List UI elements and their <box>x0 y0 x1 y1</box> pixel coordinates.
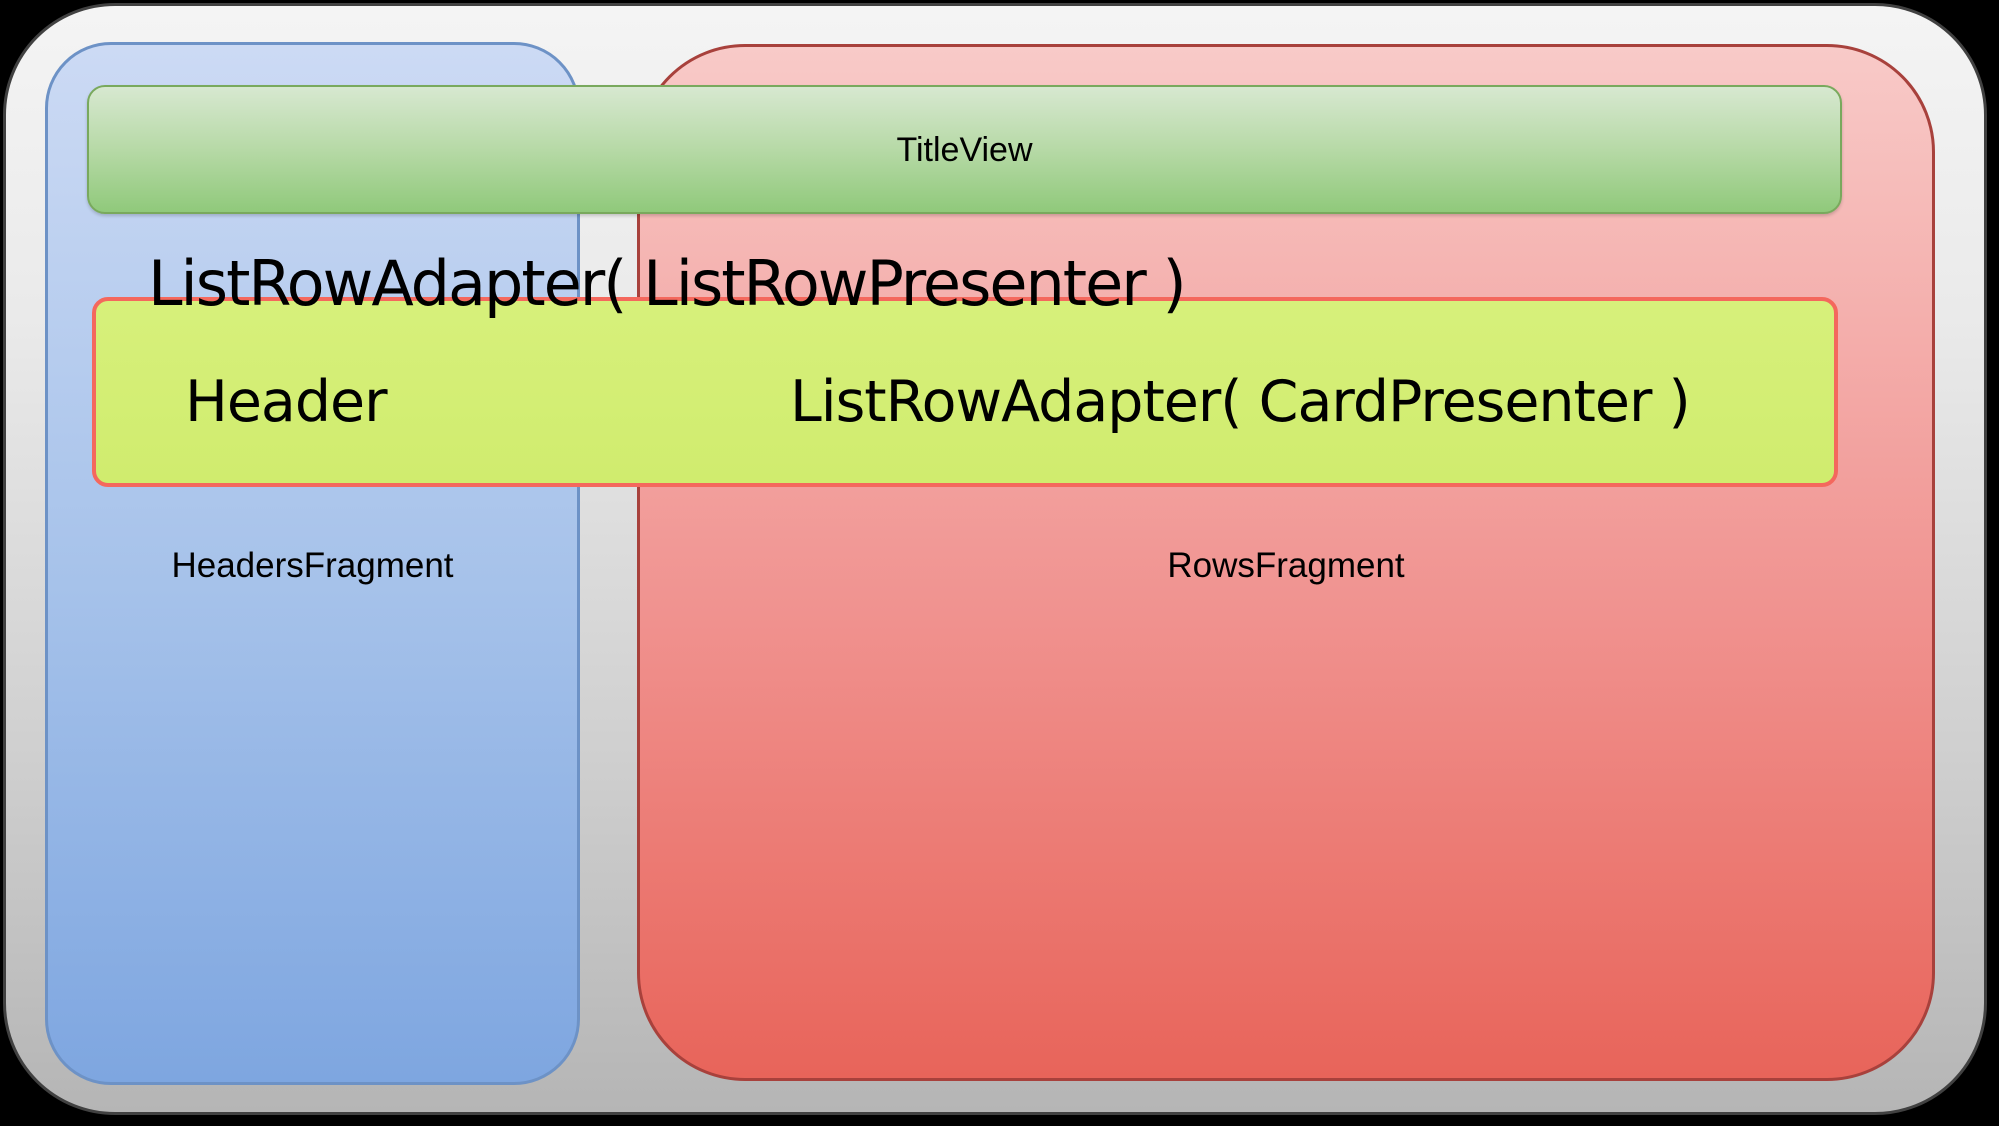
headers-fragment-label: HeadersFragment <box>171 546 454 585</box>
rows-fragment-label: RowsFragment <box>1167 546 1405 585</box>
title-view-label: TitleView <box>896 130 1033 169</box>
list-row-adapter-caption: ListRowAdapter( ListRowPresenter ) <box>148 247 1187 320</box>
list-row-bar <box>92 297 1838 487</box>
header-cell-label: Header <box>185 369 388 435</box>
card-presenter-cell-label: ListRowAdapter( CardPresenter ) <box>790 369 1691 435</box>
title-view-bar: TitleView <box>87 85 1842 214</box>
rows-fragment-box <box>637 44 1935 1081</box>
headers-fragment-box <box>45 42 580 1085</box>
